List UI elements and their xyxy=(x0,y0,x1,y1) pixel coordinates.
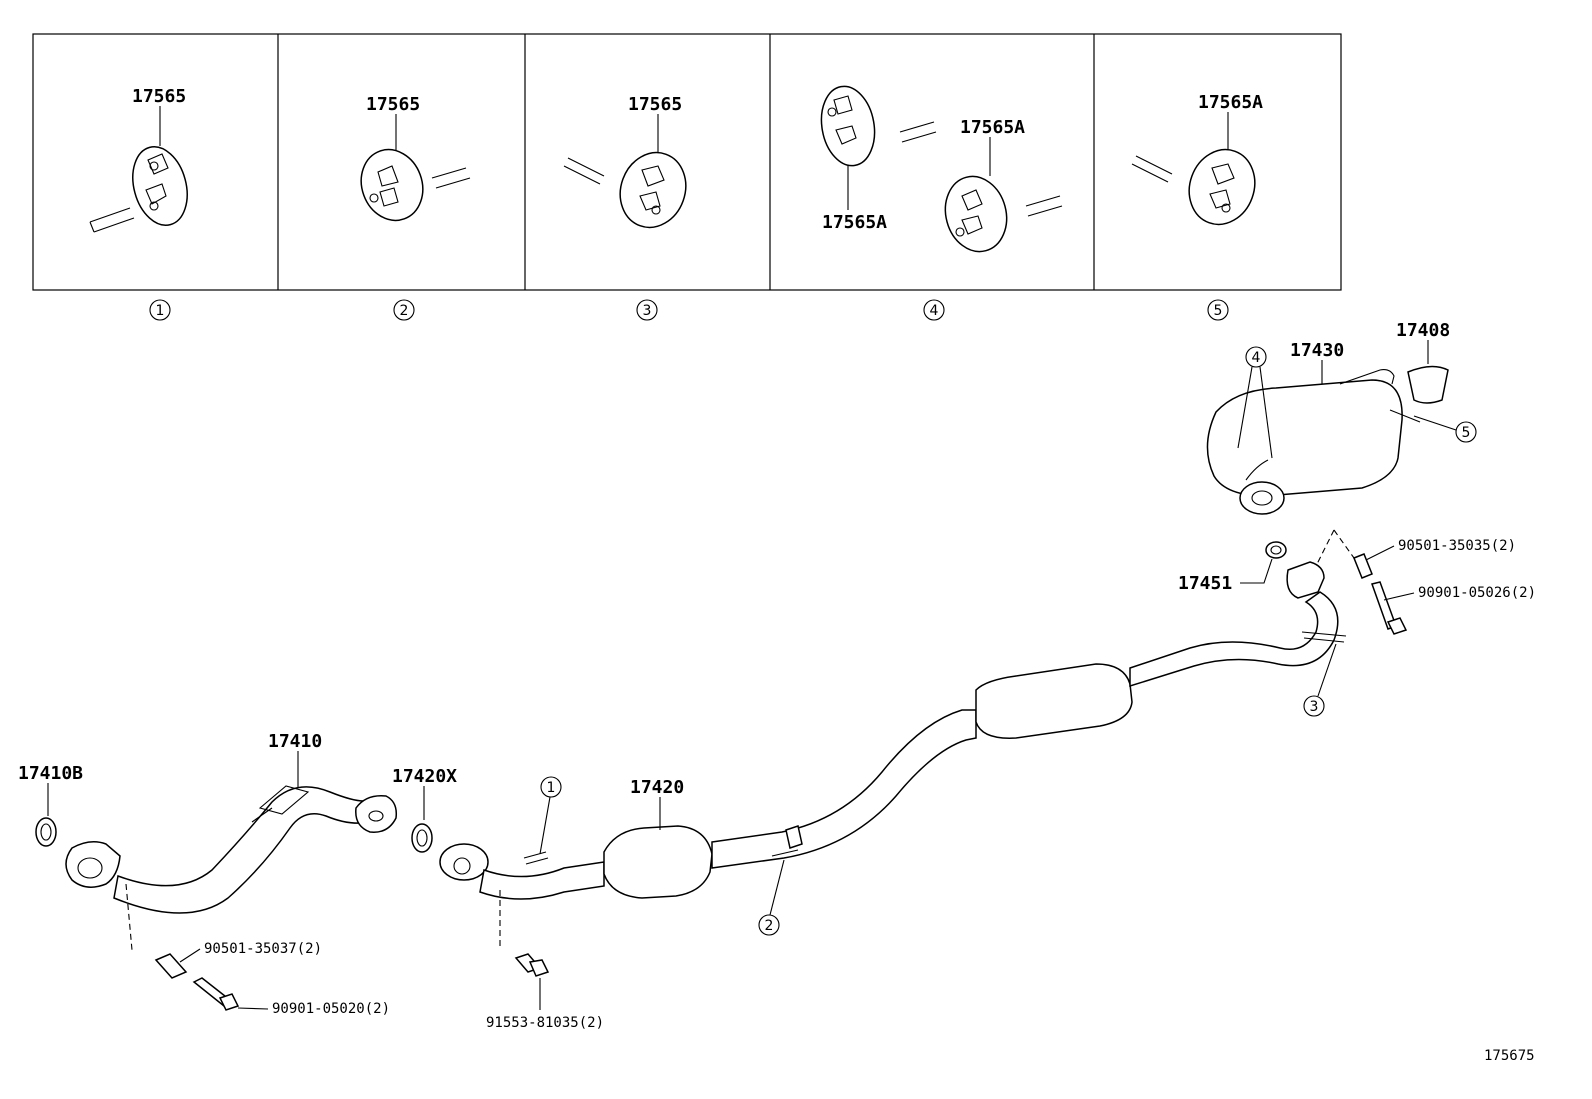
label-91553-81035: 91553-81035(2) xyxy=(486,1015,604,1031)
label-17410: 17410 xyxy=(268,731,322,752)
callout-3-number: 3 xyxy=(1310,699,1319,715)
panel-5-hanger: 17565A 5 xyxy=(1131,92,1263,321)
panel-4-callout-number: 4 xyxy=(930,303,939,319)
center-pipe-17420: 17420 xyxy=(439,561,1347,900)
front-pipe-17410: 17410 xyxy=(65,731,398,914)
gasket-17410B: 17410B xyxy=(18,763,83,847)
center-muffler xyxy=(975,663,1133,739)
label-17420X: 17420X xyxy=(392,766,457,787)
label-90501-35037: 90501-35037(2) xyxy=(204,941,322,957)
panel-4-label-left: 17565A xyxy=(822,212,887,233)
panel-3-label: 17565 xyxy=(628,94,682,115)
callout-2-number: 2 xyxy=(765,918,774,934)
callout-1: 1 xyxy=(539,776,562,855)
panel-3-callout-circle xyxy=(636,299,658,321)
gasket-17451: 17451 xyxy=(1178,541,1287,594)
hanger-panels: 17565 1 17565 2 17565 xyxy=(32,33,1342,321)
front-joint-bolts: 90501-35037(2) 90901-05020(2) xyxy=(125,883,390,1017)
callout-4-circle xyxy=(1245,346,1267,368)
tail-pipe-tip xyxy=(1407,365,1449,404)
front-pipe-flange xyxy=(65,841,121,888)
label-90501-35035: 90501-35035(2) xyxy=(1398,538,1516,554)
label-17451: 17451 xyxy=(1178,573,1232,594)
stud-bolt-90501-35035 xyxy=(1353,553,1373,579)
rear-muffler xyxy=(1206,379,1403,497)
callout-5-number: 5 xyxy=(1462,425,1471,441)
panel-2-label: 17565 xyxy=(366,94,420,115)
panel-4-hangers: 17565A 17565A 4 xyxy=(820,85,1063,321)
callout-4-number: 4 xyxy=(1252,350,1261,366)
label-90901-05020: 90901-05020(2) xyxy=(272,1001,390,1017)
callout-3: 3 xyxy=(1303,643,1337,717)
center-front-bolts: 91553-81035(2) xyxy=(486,890,604,1031)
gasket-17420X: 17420X xyxy=(392,766,457,853)
callout-1-number: 1 xyxy=(547,780,556,796)
panel-2-callout-circle xyxy=(393,299,415,321)
label-17408: 17408 xyxy=(1396,320,1450,341)
center-pipe-front-flange xyxy=(439,843,489,881)
callout-2: 2 xyxy=(758,859,785,936)
panel-2-callout-number: 2 xyxy=(400,303,409,319)
label-90901-05026: 90901-05026(2) xyxy=(1418,585,1536,601)
panel-1-callout-circle xyxy=(149,299,171,321)
panel-5-callout-circle xyxy=(1207,299,1229,321)
front-pipe-rear-flange xyxy=(355,795,398,833)
muffler-inlet-flange xyxy=(1239,481,1285,515)
figure-number: 175675 xyxy=(1484,1048,1535,1064)
label-17410B: 17410B xyxy=(18,763,83,784)
panel-5-callout-number: 5 xyxy=(1214,303,1223,319)
panel-5-label: 17565A xyxy=(1198,92,1263,113)
catalytic-converter xyxy=(603,825,713,899)
panel-2-hanger: 17565 2 xyxy=(360,94,471,321)
stud-bolt-90501-35037 xyxy=(154,953,188,979)
center-pipe-rear-flange xyxy=(1286,561,1325,599)
panel-1-callout-number: 1 xyxy=(156,303,165,319)
panel-3-callout-number: 3 xyxy=(643,303,652,319)
rear-muffler-assembly: 17408 17430 4 5 xyxy=(1206,320,1477,515)
callout-5-circle xyxy=(1455,421,1477,443)
panel-3-hanger: 17565 3 xyxy=(563,94,687,321)
panel-4-label-right: 17565A xyxy=(960,117,1025,138)
panel-1-hanger: 17565 1 xyxy=(89,86,188,321)
label-17430: 17430 xyxy=(1290,340,1344,361)
panel-4-callout-circle xyxy=(923,299,945,321)
rear-joint-bolts: 90501-35035(2) 90901-05026(2) xyxy=(1309,529,1536,635)
label-17420: 17420 xyxy=(630,777,684,798)
panel-1-label: 17565 xyxy=(132,86,186,107)
